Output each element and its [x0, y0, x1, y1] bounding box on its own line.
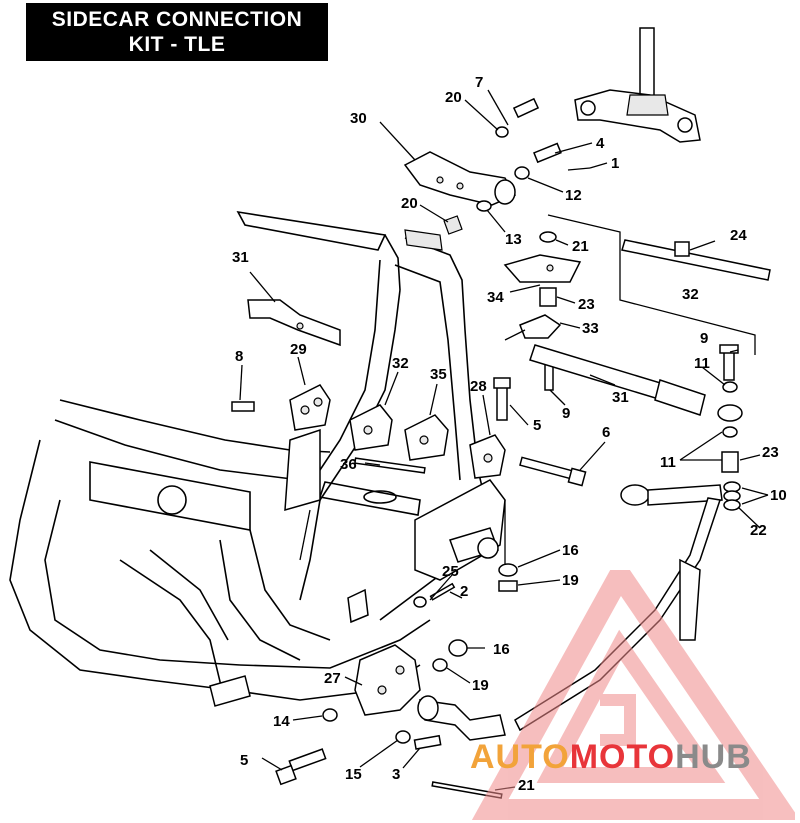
rod-24: [621, 239, 771, 281]
callout-12: 12: [565, 187, 582, 204]
brand-hub: HUB: [675, 738, 752, 776]
callout-5-lower: 5: [240, 752, 248, 769]
leader-lines: [239, 89, 769, 791]
callout-8: 8: [235, 348, 243, 365]
washers-and-nuts: [322, 231, 741, 744]
linkage-parts: [503, 254, 582, 341]
callout-7: 7: [475, 74, 483, 91]
callout-19-lower: 19: [472, 677, 489, 694]
callout-11-upper: 11: [694, 355, 710, 372]
callout-25: 27: [324, 670, 341, 687]
clamp-bracket-28: [403, 151, 517, 206]
callout-2: 2: [460, 583, 468, 600]
callout-18: 20: [401, 195, 418, 212]
top-hardware: [443, 97, 591, 235]
motorcycle-frame: [9, 210, 506, 707]
callout-5-upper: 5: [533, 417, 541, 434]
callout-29: 31: [232, 249, 249, 266]
callout-20-top: 21: [572, 238, 589, 255]
callout-26: 28: [470, 378, 487, 395]
callout-10: 10: [770, 487, 787, 504]
callout-13: 13: [505, 231, 522, 248]
callout-9-left: 9: [562, 405, 570, 422]
callout-3: 3: [392, 766, 400, 783]
callout-4: 4: [596, 135, 605, 152]
tie-rod-31: [529, 344, 743, 422]
callout-16-upper: 16: [562, 542, 579, 559]
callout-14: 14: [273, 713, 290, 730]
brand-moto: MOTO: [569, 738, 676, 776]
callout-11-lower: 11: [660, 454, 676, 471]
callout-35: 35: [430, 366, 447, 383]
callout-numbers: 7 20 30 4 1 12 20 13 21 24 31 29 8 32 35…: [232, 74, 787, 794]
callout-6: 6: [602, 424, 610, 441]
callout-19-upper: 19: [562, 572, 579, 589]
watermark-triangle-icon: [471, 570, 795, 820]
brand-auto: AUTO: [470, 738, 570, 776]
callout-17: 20: [445, 89, 462, 106]
callout-16-lower: 16: [493, 641, 510, 658]
callout-32: 32: [682, 286, 699, 303]
mount-brackets: [247, 299, 506, 512]
callout-24: 24: [730, 227, 747, 244]
title-line-1: SIDECAR CONNECTION: [51, 8, 303, 31]
triple-tree-assembly: [574, 27, 701, 143]
callout-23-lower: 23: [762, 444, 779, 461]
diagram-title: SIDECAR CONNECTION KIT - TLE: [26, 3, 328, 61]
lower-strut: [417, 484, 723, 741]
callout-23-upper: 23: [578, 296, 595, 313]
watermark-brand: AUTOMOTOHUB: [470, 738, 752, 777]
callout-21: 21: [518, 777, 535, 794]
bolts: [231, 344, 739, 799]
callout-28: 30: [350, 110, 367, 127]
callout-33: 34: [487, 289, 504, 306]
title-line-2: KIT - TLE: [128, 33, 226, 56]
callout-1: 1: [611, 155, 619, 172]
callout-15: 15: [345, 766, 362, 783]
lower-bracket-25: [354, 644, 421, 716]
callout-34: 33: [582, 320, 599, 337]
callout-22: 25: [442, 563, 459, 580]
callout-27: 29: [290, 341, 307, 358]
callout-20-lower: 22: [750, 522, 767, 539]
callout-9-right: 9: [700, 330, 708, 347]
callout-36: 36: [340, 456, 357, 473]
callout-30: 32: [392, 355, 409, 372]
callout-31: 31: [612, 389, 629, 406]
